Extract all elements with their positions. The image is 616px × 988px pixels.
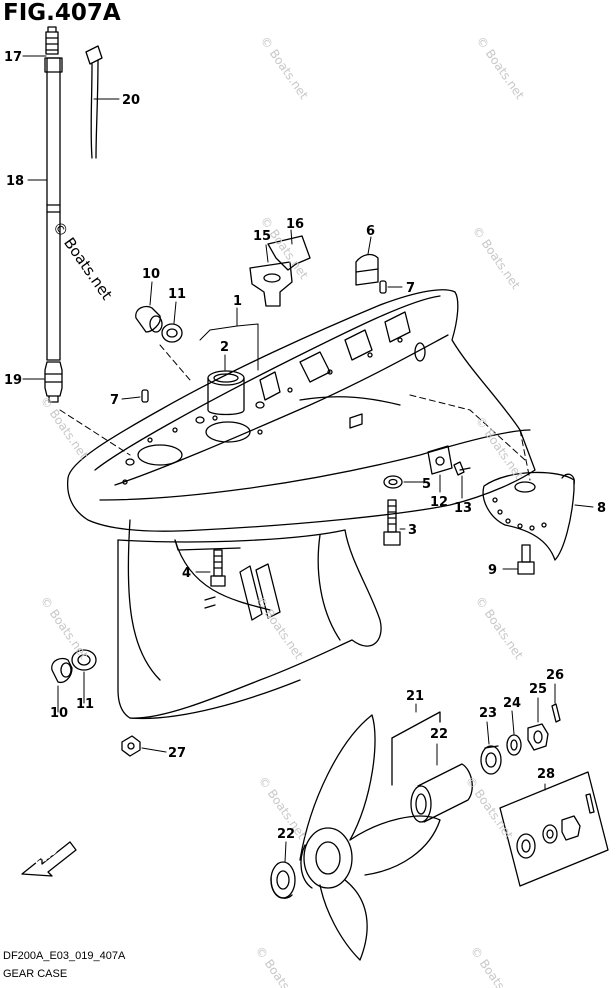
drawing-caption: GEAR CASE xyxy=(3,968,68,980)
part-5-washer[interactable] xyxy=(383,475,403,489)
callout-6: 6 xyxy=(366,224,375,239)
drawing-code: DF200A_E03_019_407A xyxy=(3,950,126,962)
part-9-bolt[interactable] xyxy=(517,544,535,575)
callout-13: 13 xyxy=(454,501,472,516)
part-11-washer-lower[interactable] xyxy=(71,649,97,671)
callout-10-upper: 10 xyxy=(142,267,160,282)
callout-18: 19 xyxy=(4,373,22,388)
svg-text:© Boats.net: © Boats.net xyxy=(258,34,312,102)
part-24-nut[interactable] xyxy=(527,723,549,751)
part-11-washer-upper[interactable] xyxy=(161,323,183,343)
part-3-bolt[interactable] xyxy=(383,499,401,546)
propeller[interactable] xyxy=(299,714,441,961)
callout-19: 20 xyxy=(122,93,140,108)
callout-11-upper: 11 xyxy=(168,287,186,302)
callout-4: 4 xyxy=(182,566,191,581)
svg-text:© Boats.net: © Boats.net xyxy=(38,394,92,462)
callout-7-upper: 7 xyxy=(406,281,415,296)
callout-3: 3 xyxy=(408,523,417,538)
part-28-kit[interactable] xyxy=(499,771,609,887)
callout-12: 12 xyxy=(430,495,448,510)
part-21-bushing[interactable] xyxy=(410,763,473,823)
part-18-shaft-spline[interactable] xyxy=(44,361,63,403)
callout-20: 21 xyxy=(406,689,424,704)
part-15-plate[interactable] xyxy=(267,235,311,271)
callout-5: 5 xyxy=(422,477,431,492)
part-6-grommet[interactable] xyxy=(355,253,379,286)
callout-26: 26 xyxy=(546,668,564,683)
part-23-spacer[interactable] xyxy=(480,745,502,775)
callout-16: 17 xyxy=(4,50,22,65)
part-19-cable-tie[interactable] xyxy=(85,45,103,159)
callout-28: 28 xyxy=(537,767,555,782)
figure-title: FIG.407A xyxy=(3,0,121,26)
part-7-pin-a[interactable] xyxy=(379,280,387,294)
callout-2: 2 xyxy=(220,340,229,355)
svg-text:© Boats.net: © Boats.net xyxy=(473,594,527,662)
callout-9: 9 xyxy=(488,563,497,578)
part-8-trim-tab[interactable] xyxy=(482,471,575,561)
svg-text:© Boats.net: © Boats.net xyxy=(463,774,517,842)
callout-10-lower: 10 xyxy=(50,706,68,721)
part-10-plug-lower[interactable] xyxy=(51,657,73,684)
fwd-arrow xyxy=(21,841,77,877)
part-12-anode[interactable] xyxy=(427,445,453,475)
svg-text:© Boats.net: © Boats.net xyxy=(253,944,307,988)
leader-lines xyxy=(22,55,594,863)
callout-1: 1 xyxy=(233,294,242,309)
svg-text:© Boats.net: © Boats.net xyxy=(253,594,307,662)
callout-23: 23 xyxy=(479,706,497,721)
part-25-washer[interactable] xyxy=(506,734,522,756)
part-7-pin-b[interactable] xyxy=(141,389,149,403)
svg-text:© Boats.net: © Boats.net xyxy=(38,594,92,662)
part-2-seal[interactable] xyxy=(207,370,245,416)
callout-15: 16 xyxy=(286,217,304,232)
svg-text:© Boats.net: © Boats.net xyxy=(473,414,527,482)
callout-labels: 17 20 18 15 16 6 10 11 7 1 2 19 7 5 12 1… xyxy=(4,50,606,842)
callout-21: 22 xyxy=(430,727,448,742)
part-13-bolt[interactable] xyxy=(453,461,471,476)
part-17-drive-shaft[interactable] xyxy=(44,57,63,361)
shaft-watermark: © Boats.net xyxy=(49,218,116,303)
part-20-bracket[interactable] xyxy=(391,711,441,786)
part-4-bolt[interactable] xyxy=(210,549,226,587)
callout-7-lower: 7 xyxy=(110,393,119,408)
part-16-shaft-cap[interactable] xyxy=(45,26,59,55)
callout-14: 15 xyxy=(253,229,271,244)
part-22-washer[interactable] xyxy=(270,861,296,899)
part-26-cotter-pin[interactable] xyxy=(551,703,561,723)
callout-27: 27 xyxy=(168,746,186,761)
svg-text:© Boats.net: © Boats.net xyxy=(468,944,522,988)
callout-25: 24 xyxy=(503,696,521,711)
callout-11-lower: 11 xyxy=(76,697,94,712)
callout-24: 25 xyxy=(529,682,547,697)
part-10-plug-upper[interactable] xyxy=(135,305,163,333)
gear-case-housing[interactable] xyxy=(66,289,536,720)
svg-text:© Boats.net: © Boats.net xyxy=(470,224,524,292)
part-27-nut[interactable] xyxy=(121,735,141,757)
callout-22: 22 xyxy=(277,827,295,842)
callout-17: 18 xyxy=(6,174,24,189)
svg-text:© Boats.net: © Boats.net xyxy=(474,34,528,102)
callout-8: 8 xyxy=(597,501,606,516)
